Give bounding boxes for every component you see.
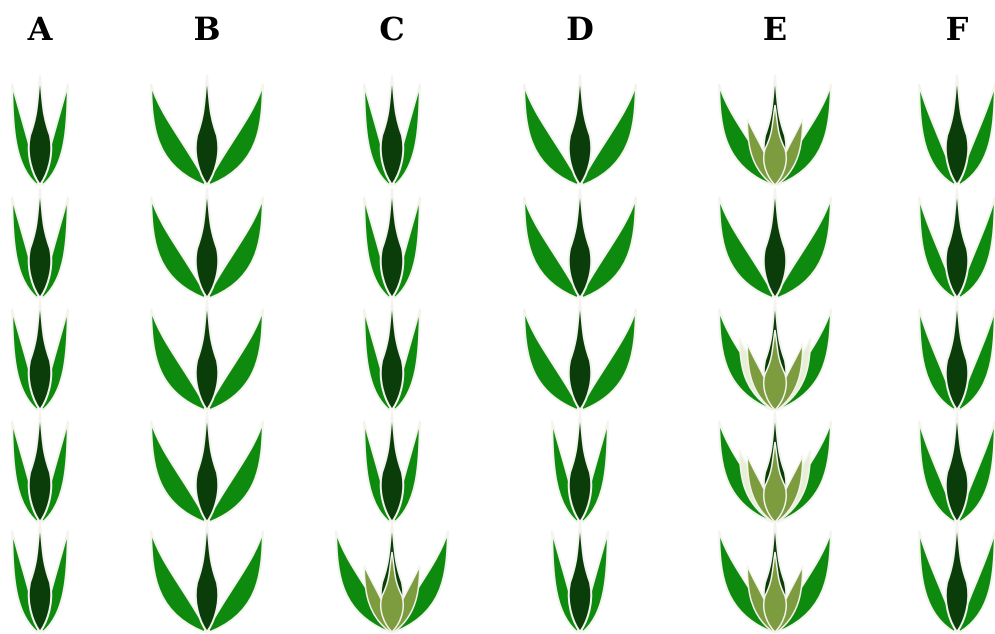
olive-center-leaf — [764, 442, 787, 522]
leaf-unit-b-4 — [151, 412, 263, 522]
center-leaf — [29, 188, 52, 298]
leaf-unit-f-1 — [919, 75, 995, 185]
center-leaf — [196, 412, 219, 522]
center-leaf — [946, 412, 969, 522]
leaf-unit-a-2 — [12, 188, 68, 298]
center-leaf — [29, 412, 52, 522]
center-leaf — [196, 300, 219, 410]
center-leaf — [569, 188, 592, 298]
leaf-unit-c-4 — [364, 412, 420, 522]
leaf-unit-e-5 — [719, 522, 831, 632]
leaf-unit-d-2 — [524, 188, 636, 298]
column-label-f: F — [946, 10, 969, 48]
column-label-e: E — [763, 10, 787, 48]
leaf-unit-a-5 — [12, 522, 68, 632]
leaf-unit-d-3 — [524, 300, 636, 410]
leaf-unit-d-5 — [552, 522, 608, 632]
center-leaf — [196, 188, 219, 298]
leaf-unit-f-2 — [919, 188, 995, 298]
center-leaf — [29, 75, 52, 185]
column-label-a: A — [27, 10, 54, 48]
leaf-unit-a-1 — [12, 75, 68, 185]
leaf-unit-a-4 — [12, 412, 68, 522]
center-leaf — [29, 300, 52, 410]
center-leaf — [946, 522, 969, 632]
column-label-d: D — [566, 10, 594, 48]
leaf-unit-f-4 — [919, 412, 995, 522]
leaf-unit-d-4 — [552, 412, 608, 522]
center-leaf — [381, 412, 404, 522]
center-leaf — [946, 300, 969, 410]
leaf-unit-c-2 — [364, 188, 420, 298]
leaf-unit-e-2 — [719, 188, 831, 298]
leaf-unit-a-3 — [12, 300, 68, 410]
center-leaf — [29, 522, 52, 632]
leaf-unit-e-3 — [719, 300, 831, 410]
center-leaf — [196, 75, 219, 185]
leaf-unit-f-3 — [919, 300, 995, 410]
center-leaf — [764, 188, 787, 298]
leaf-unit-b-5 — [151, 522, 263, 632]
leaf-unit-e-1 — [719, 75, 831, 185]
leaf-unit-c-1 — [364, 75, 420, 185]
center-leaf — [196, 522, 219, 632]
column-label-c: C — [379, 10, 404, 48]
center-leaf — [569, 522, 592, 632]
center-leaf — [569, 75, 592, 185]
center-leaf — [569, 412, 592, 522]
olive-center-leaf — [764, 552, 787, 632]
leaf-unit-c-5 — [336, 522, 448, 632]
leaf-unit-d-1 — [524, 75, 636, 185]
leaf-unit-f-5 — [919, 522, 995, 632]
leaf-unit-b-1 — [151, 75, 263, 185]
leaf-unit-b-2 — [151, 188, 263, 298]
center-leaf — [381, 300, 404, 410]
center-leaf — [569, 300, 592, 410]
center-leaf — [381, 75, 404, 185]
leaf-unit-c-3 — [364, 300, 420, 410]
olive-center-leaf — [381, 552, 404, 632]
leaf-unit-b-3 — [151, 300, 263, 410]
olive-center-leaf — [764, 105, 787, 185]
center-leaf — [381, 188, 404, 298]
column-label-b: B — [193, 10, 220, 48]
center-leaf — [946, 75, 969, 185]
olive-center-leaf — [764, 330, 787, 410]
leaf-unit-e-4 — [719, 412, 831, 522]
center-leaf — [946, 188, 969, 298]
